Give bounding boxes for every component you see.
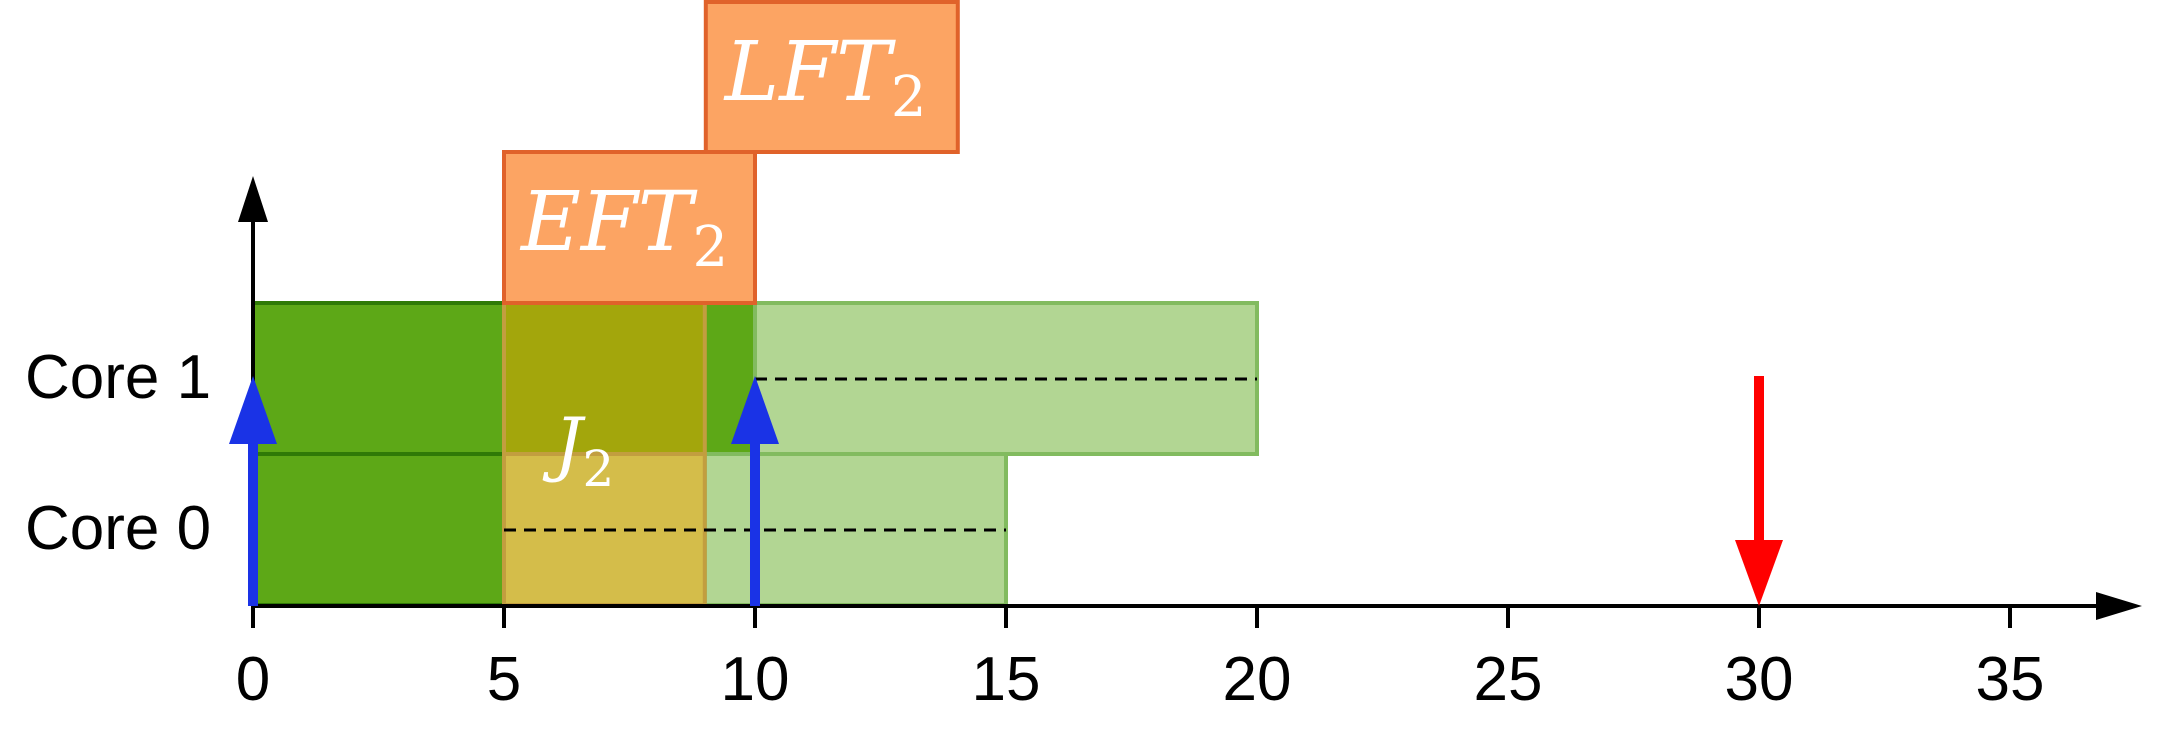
row-label-core-1: Core 1	[25, 343, 211, 412]
x-tick-label: 0	[236, 645, 270, 714]
release-arrow-head	[229, 376, 277, 444]
lft-label-subscript: 2	[891, 65, 927, 130]
x-axis-ticks: 0 5 10 15 20 25 30 35	[236, 606, 2045, 714]
deadline-arrow-head	[1735, 540, 1783, 606]
lft-label: LFT2	[723, 25, 927, 130]
x-tick-label: 25	[1474, 645, 1543, 714]
x-tick-label: 20	[1223, 645, 1292, 714]
finish-time-boxes: LFT2 EFT2	[502, 0, 960, 305]
core1-j2-overlap-block	[502, 301, 707, 456]
x-tick-label: 10	[721, 645, 790, 714]
row-label-core-0: Core 0	[25, 494, 211, 563]
eft-box	[502, 150, 757, 305]
event-arrows	[229, 376, 1783, 606]
x-tick-label: 30	[1725, 645, 1794, 714]
x-tick-label: 5	[487, 645, 521, 714]
lft-label-base: LFT	[723, 25, 896, 120]
eft-label-subscript: 2	[692, 215, 728, 280]
x-tick-label: 35	[1976, 645, 2045, 714]
eft-label-base: EFT	[519, 175, 698, 270]
x-tick-label: 15	[972, 645, 1041, 714]
job-label-subscript: 2	[582, 440, 614, 498]
core0-busy-block	[251, 452, 506, 607]
x-axis-arrowhead	[2096, 592, 2142, 620]
y-axis-arrowhead	[238, 176, 268, 222]
eft-label: EFT2	[519, 175, 728, 280]
release-arrow-head	[731, 376, 779, 444]
lft-box	[703, 0, 960, 154]
